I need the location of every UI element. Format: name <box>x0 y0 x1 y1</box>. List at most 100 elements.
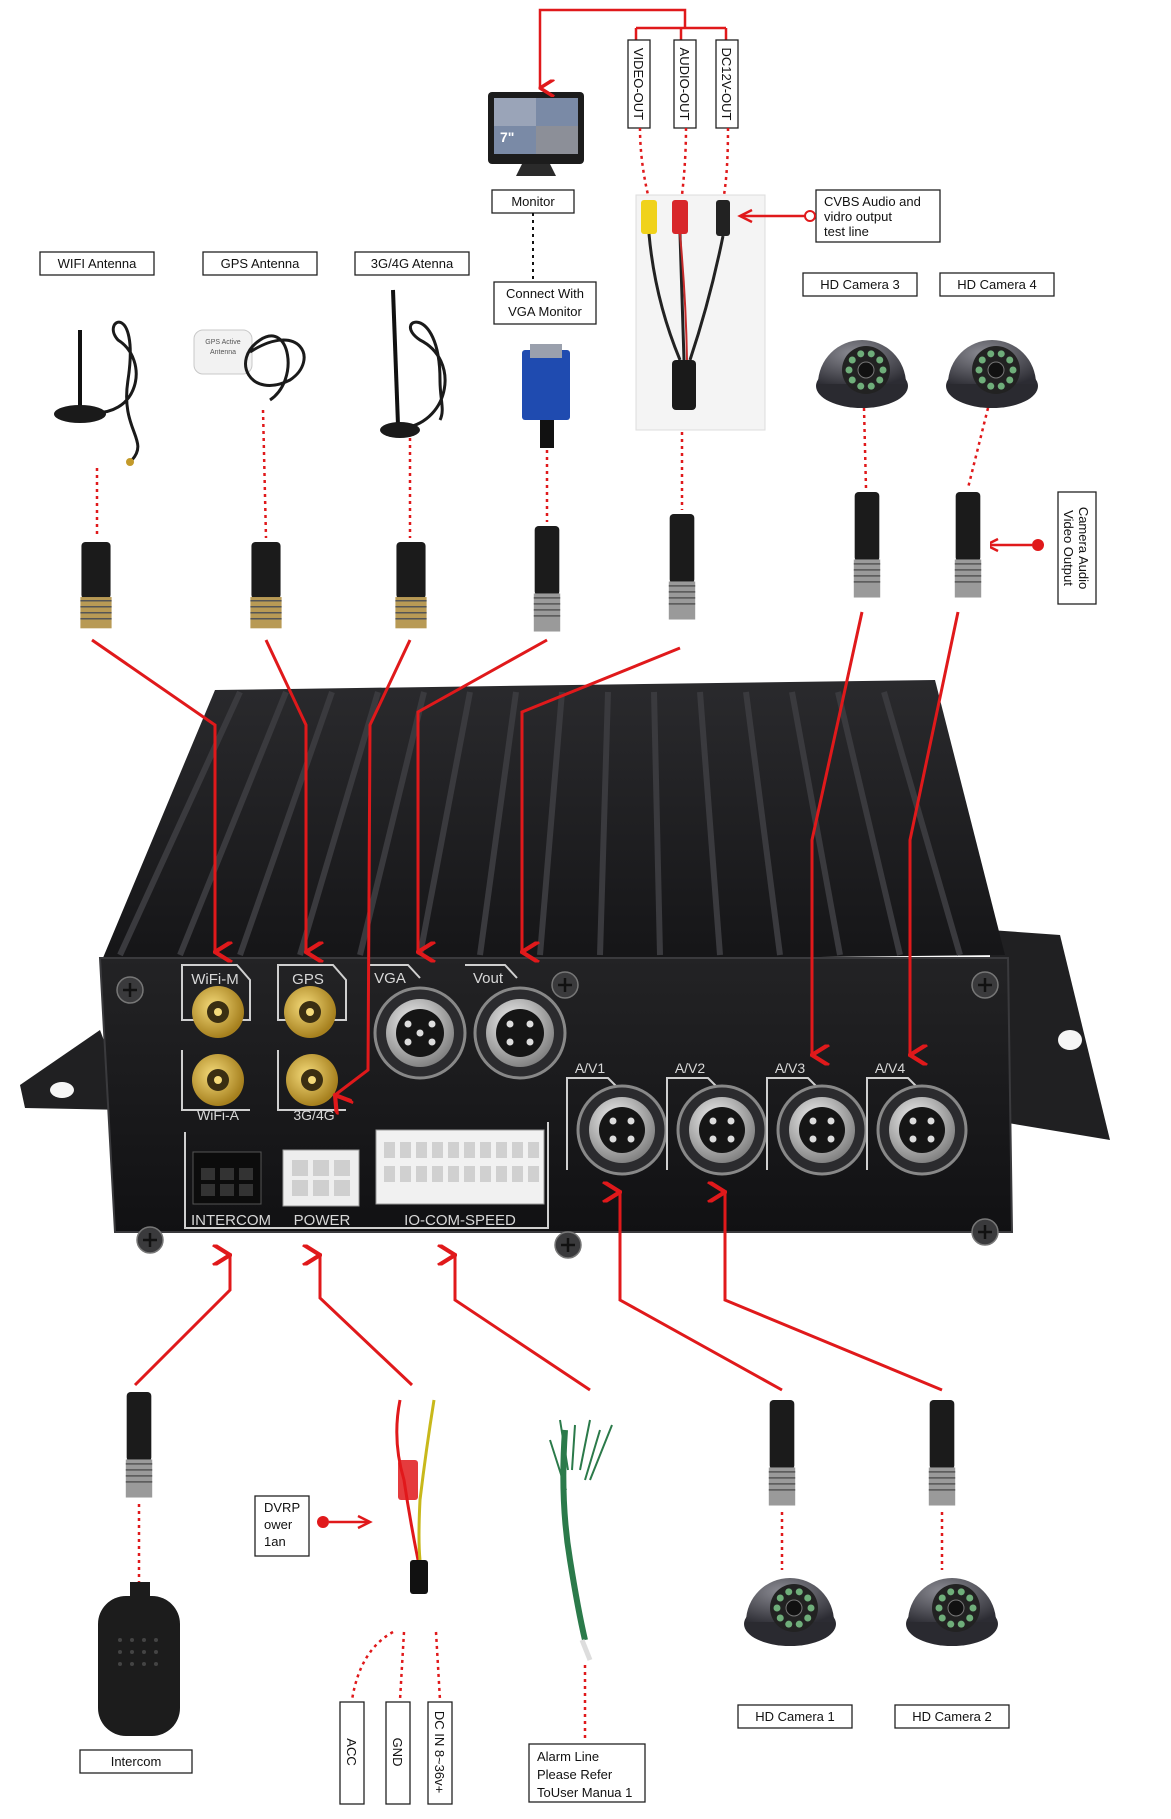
intercom-port: INTERCOM <box>191 1151 271 1229</box>
svg-text:POWER: POWER <box>294 1212 351 1229</box>
3g4g-port: 3G/4G <box>277 1050 346 1123</box>
vga-plug-image <box>522 344 570 448</box>
hd-camera-2-image <box>906 1578 998 1646</box>
svg-text:7": 7" <box>500 129 514 145</box>
dvr-power-pointer <box>317 1514 373 1530</box>
power-cable-image <box>395 1399 436 1594</box>
connection-arrow <box>725 1192 943 1392</box>
wifi-antenna-label-box: WIFI Antenna <box>39 251 155 276</box>
av-port-4: A/V4 <box>866 1060 968 1176</box>
dvr-power-label-box: DVRP ower 1an <box>254 1495 310 1557</box>
svg-text:CVBS Audio and: CVBS Audio and <box>824 194 921 209</box>
hd-camera-1-label-box: HD Camera 1 <box>737 1704 853 1729</box>
output-bracket <box>540 8 728 88</box>
connection-arrow <box>264 639 306 952</box>
svg-text:1an: 1an <box>264 1534 286 1549</box>
camera-av-output-pointer <box>983 537 1044 553</box>
gps-antenna-image: GPS Active Antenna <box>193 329 306 402</box>
svg-text:Connect With: Connect With <box>506 286 584 301</box>
av-port-label: A/V2 <box>675 1060 706 1076</box>
hd-camera-1-image <box>744 1578 836 1646</box>
svg-text:HD Camera 2: HD Camera 2 <box>912 1709 991 1724</box>
cvbs-note-label-box: CVBS Audio and vidro output test line <box>815 189 941 243</box>
gps-antenna-label-box: GPS Antenna <box>202 251 318 276</box>
svg-text:HD Camera 1: HD Camera 1 <box>755 1709 834 1724</box>
hd-camera-4-image <box>946 340 1038 408</box>
svg-text:WiFi-M: WiFi-M <box>191 971 238 988</box>
left-mount-flange <box>20 1030 130 1110</box>
svg-text:ACC: ACC <box>344 1738 359 1765</box>
screw <box>971 1218 999 1246</box>
svg-text:VGA Monitor: VGA Monitor <box>508 304 582 319</box>
cooling-fins <box>117 690 963 957</box>
connection-arrow <box>91 638 215 952</box>
alarm-wire-bundle-image <box>549 1419 613 1661</box>
screw <box>554 1231 582 1259</box>
dotted-link <box>261 409 268 539</box>
svg-text:Monitor: Monitor <box>511 194 555 209</box>
av-port-1: A/V1 <box>566 1060 668 1176</box>
svg-text:GND: GND <box>390 1738 405 1767</box>
dotted-link <box>966 407 990 489</box>
svg-text:HD Camera 3: HD Camera 3 <box>820 277 899 292</box>
svg-text:INTERCOM: INTERCOM <box>191 1212 271 1229</box>
alarm-line-label-box: Alarm Line Please Refer ToUser Manua 1 <box>528 1743 646 1803</box>
svg-text:ower: ower <box>264 1517 293 1532</box>
connection-arrow <box>910 611 960 1055</box>
av-plug <box>845 490 889 602</box>
svg-text:WIFI Antenna: WIFI Antenna <box>58 256 138 271</box>
connection-arrow <box>133 1255 230 1387</box>
svg-text:DC12V-OUT: DC12V-OUT <box>719 48 734 121</box>
svg-text:Antenna: Antenna <box>210 349 236 356</box>
av-port-2: A/V2 <box>666 1060 768 1176</box>
mount-hole <box>1058 1030 1082 1050</box>
wifi-m-port: WiFi-M <box>181 964 251 1038</box>
monitor-label-box: Monitor <box>491 189 575 214</box>
svg-text:test line: test line <box>824 224 869 239</box>
cvbs-note-pointer <box>737 208 816 224</box>
svg-text:GPS Antenna: GPS Antenna <box>221 256 301 271</box>
connect-vga-label-box: Connect With VGA Monitor <box>493 281 597 325</box>
hd-camera-3-image <box>816 340 908 408</box>
svg-text:VIDEO-OUT: VIDEO-OUT <box>631 48 646 120</box>
svg-text:VGA: VGA <box>374 970 406 987</box>
cvbs-cable-image <box>635 194 766 431</box>
connection-arrow <box>455 1255 591 1392</box>
hd-camera-2-label-box: HD Camera 2 <box>894 1704 1010 1729</box>
wifi-a-port: WiFi-A <box>181 1050 250 1123</box>
svg-text:Camera Audio: Camera Audio <box>1076 507 1091 589</box>
monitor-image: 7" <box>488 92 584 176</box>
3g4g-antenna-label-box: 3G/4G Atenna <box>354 251 470 276</box>
3g4g-antenna-image <box>380 289 447 438</box>
svg-text:ToUser Manua 1: ToUser Manua 1 <box>537 1785 632 1800</box>
io-com-speed-port: IO-COM-SPEED <box>375 1129 545 1229</box>
svg-text:vidro output: vidro output <box>824 209 892 224</box>
bottom-port-panel: INTERCOM POWER IO-COM-SPEED <box>184 1122 549 1229</box>
hd-camera-4-label-box: HD Camera 4 <box>939 272 1055 297</box>
antenna-plug <box>70 540 122 632</box>
svg-text:HD Camera 4: HD Camera 4 <box>957 277 1036 292</box>
svg-text:AUDIO-OUT: AUDIO-OUT <box>677 48 692 121</box>
av-plug <box>946 490 990 602</box>
connection-arrow <box>335 639 412 1095</box>
connection-arrow <box>522 646 681 952</box>
hd-camera-3-label-box: HD Camera 3 <box>802 272 918 297</box>
svg-text:DVRP: DVRP <box>264 1500 300 1515</box>
av-port-label: A/V1 <box>575 1060 606 1076</box>
intercom-handset-image <box>98 1582 180 1736</box>
wifi-antenna-image <box>54 320 140 466</box>
audio-out-label-box: AUDIO-OUT <box>673 39 697 129</box>
svg-text:Please Refer: Please Refer <box>537 1767 613 1782</box>
power-port: POWER <box>282 1149 360 1229</box>
dc12v-out-label-box: DC12V-OUT <box>715 39 739 129</box>
connection-arrow <box>418 638 548 952</box>
av-plug <box>920 1398 964 1510</box>
screw <box>136 1226 164 1254</box>
svg-text:Video Output: Video Output <box>1061 510 1076 586</box>
svg-text:DC IN 8~36v+: DC IN 8~36v+ <box>432 1711 447 1793</box>
gnd-label-box: GND <box>385 1701 411 1805</box>
antenna-plug <box>385 540 437 632</box>
svg-text:Intercom: Intercom <box>111 1754 162 1769</box>
svg-text:IO-COM-SPEED: IO-COM-SPEED <box>404 1212 516 1229</box>
video-out-label-box: VIDEO-OUT <box>627 39 651 129</box>
